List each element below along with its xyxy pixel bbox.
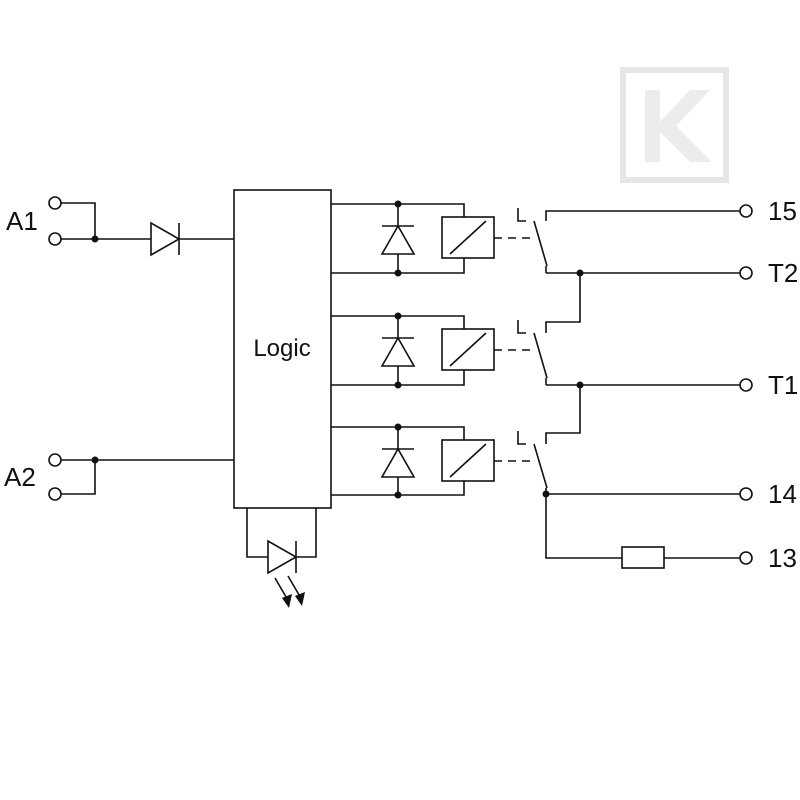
logic-block: Logic [233, 189, 332, 509]
terminal-13[interactable] [739, 551, 753, 565]
terminal-a2-1[interactable] [48, 453, 62, 467]
logic-label: Logic [253, 335, 310, 362]
label-14: 14 [768, 479, 797, 509]
junction-dot [91, 235, 99, 243]
label-t2: T2 [768, 258, 798, 288]
contact-wiring [542, 210, 740, 569]
input-a2: A2 [4, 453, 234, 501]
relay-stage-2 [331, 312, 548, 389]
label-t1: T1 [768, 370, 798, 400]
led-light-arrows-icon [274, 575, 305, 608]
brand-watermark [620, 67, 729, 183]
flyback-diode-3 [380, 447, 416, 478]
input-diode [150, 221, 234, 257]
fuse [621, 546, 665, 569]
relay-coil-1 [441, 216, 495, 259]
label-a2: A2 [4, 462, 36, 492]
input-a1: A1 [6, 196, 151, 246]
terminal-a1-2[interactable] [48, 232, 62, 246]
label-a1: A1 [6, 206, 38, 236]
terminal-a2-2[interactable] [48, 487, 62, 501]
terminal-a1-1[interactable] [48, 196, 62, 210]
relay-coil-2 [441, 328, 495, 371]
flyback-diode-1 [380, 224, 416, 255]
relay-stage-3 [331, 423, 548, 499]
status-led [246, 508, 317, 608]
label-13: 13 [768, 543, 797, 573]
output-terminals: 15 T2 T1 14 13 [739, 196, 798, 573]
terminal-14[interactable] [739, 487, 753, 501]
flyback-diode-2 [380, 336, 416, 367]
label-15: 15 [768, 196, 797, 226]
junction-dot [91, 456, 99, 464]
relay-coil-3 [441, 439, 495, 482]
terminal-15[interactable] [739, 204, 753, 218]
relay-stage-1 [331, 200, 548, 277]
terminal-t2[interactable] [739, 266, 753, 280]
terminal-t1[interactable] [739, 378, 753, 392]
